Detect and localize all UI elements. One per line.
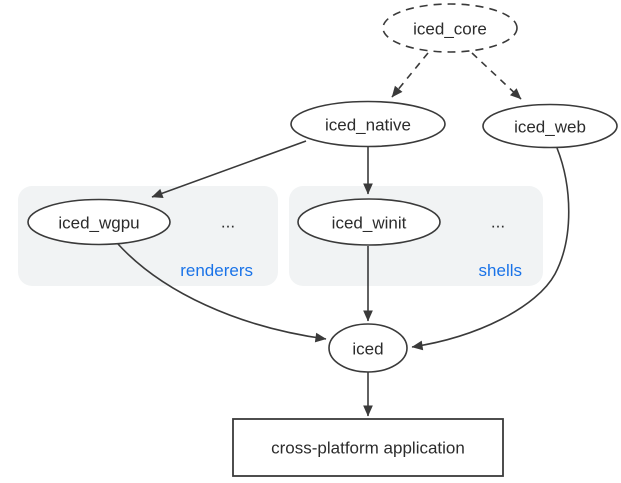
iced-label: iced (352, 340, 383, 359)
iced-core-ellipse (382, 3, 518, 53)
iced-winit-ellipse (297, 198, 441, 246)
application-label: cross-platform application (271, 439, 465, 458)
application-rect (232, 418, 504, 477)
iced-native-ellipse (290, 100, 446, 148)
iced-native-label: iced_native (325, 116, 411, 135)
edge-iced-web-to-iced (411, 147, 570, 351)
node-cross-platform-application: cross-platform application (232, 418, 504, 477)
iced-web-ellipse (482, 103, 618, 149)
iced-wgpu-label: iced_wgpu (58, 214, 139, 233)
iced-wgpu-ellipse (27, 198, 171, 246)
iced-web-label: iced_web (514, 118, 586, 137)
node-iced-winit: iced_winit (297, 198, 441, 246)
node-iced-wgpu: iced_wgpu (27, 198, 171, 246)
edge-iced-native-to-iced-wgpu (151, 140, 307, 198)
shells-ellipsis: ... (491, 213, 505, 232)
iced-core-label: iced_core (413, 20, 487, 39)
node-iced-core: iced_core (382, 3, 518, 53)
node-iced-native: iced_native (290, 100, 446, 148)
iced-ellipse (328, 323, 408, 373)
shells-group-label: shells (479, 261, 522, 280)
edge-iced-core-to-iced-native (391, 52, 429, 98)
iced-winit-label: iced_winit (332, 214, 407, 233)
edge-iced-wgpu-to-iced (117, 243, 327, 343)
renderers-group-label: renderers (180, 261, 253, 280)
node-iced-web: iced_web (482, 103, 618, 149)
node-iced: iced (328, 323, 408, 373)
edge-iced-core-to-iced-web (471, 52, 522, 100)
renderers-ellipsis: ... (221, 213, 235, 232)
